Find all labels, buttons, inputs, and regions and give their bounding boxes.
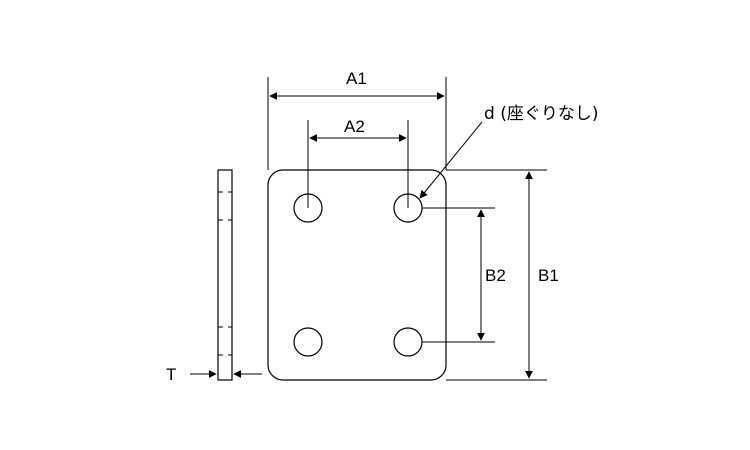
plate-outline bbox=[267, 169, 447, 381]
plate-side-profile bbox=[217, 169, 233, 381]
side-view: T bbox=[166, 169, 262, 384]
a2-dimension: A2 bbox=[307, 117, 409, 208]
a1-label: A1 bbox=[346, 69, 367, 88]
front-view bbox=[267, 169, 447, 381]
t-label: T bbox=[166, 365, 176, 384]
a2-label: A2 bbox=[344, 117, 365, 136]
b2-dimension: B2 bbox=[422, 207, 506, 343]
d-label: d (座ぐりなし) bbox=[484, 104, 598, 124]
d-leader: d (座ぐりなし) bbox=[419, 104, 598, 199]
b1-dimension: B1 bbox=[446, 169, 559, 381]
d-leader-line bbox=[419, 121, 483, 199]
hole-bottom-right bbox=[393, 327, 423, 357]
b1-label: B1 bbox=[538, 266, 559, 285]
hole-bottom-left bbox=[293, 327, 323, 357]
a1-dimension: A1 bbox=[267, 69, 447, 170]
b2-label: B2 bbox=[485, 266, 506, 285]
